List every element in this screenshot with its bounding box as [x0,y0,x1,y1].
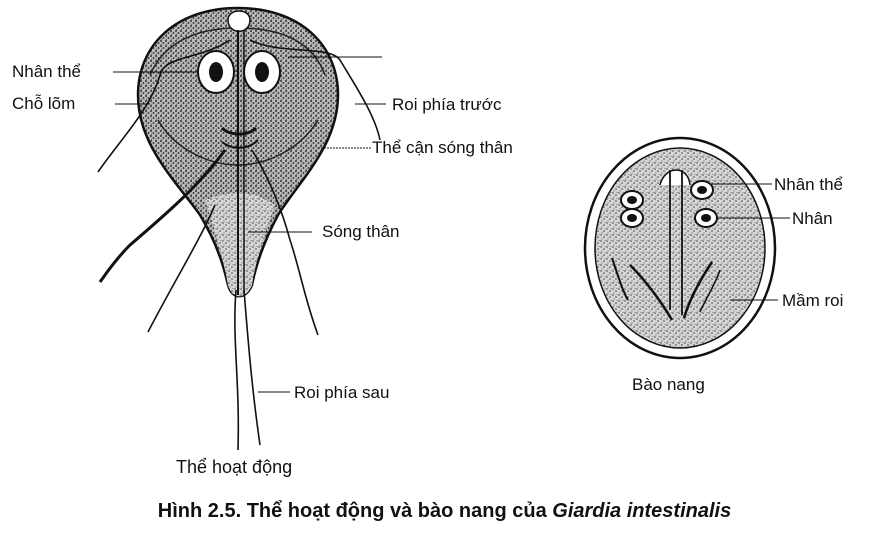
label-axostyle: Sóng thân [322,222,400,241]
label-posterior-flagella: Roi phía sau [294,383,390,402]
trophozoite-pointers [113,56,386,393]
label-cyst-nucleus: Nhân [792,209,833,228]
figure-caption-prefix: Hình 2.5. Thể hoạt động và bào nang của [157,500,553,522]
cyst-pointers [712,183,790,301]
label-parabasal-body: Thể cận sóng thân [372,138,513,157]
label-flagella-bud: Mầm roi [782,291,844,310]
cyst-caption: Bào nang [632,375,705,394]
label-nucleus: Nhân thể [12,62,81,81]
label-depression: Chỗ lõm [12,94,76,113]
trophozoite-caption: Thể hoạt động [176,457,293,477]
cyst-drawing [583,136,777,360]
figure-caption-species: Giardia intestinalis [552,500,732,522]
trophozoite-drawing [97,6,381,451]
figure-caption: Hình 2.5. Thể hoạt động và bào nang của … [0,500,889,523]
label-cyst-nucleus-body: Nhân thể [774,175,843,194]
label-anterior-flagella: Roi phía trước [392,95,502,114]
